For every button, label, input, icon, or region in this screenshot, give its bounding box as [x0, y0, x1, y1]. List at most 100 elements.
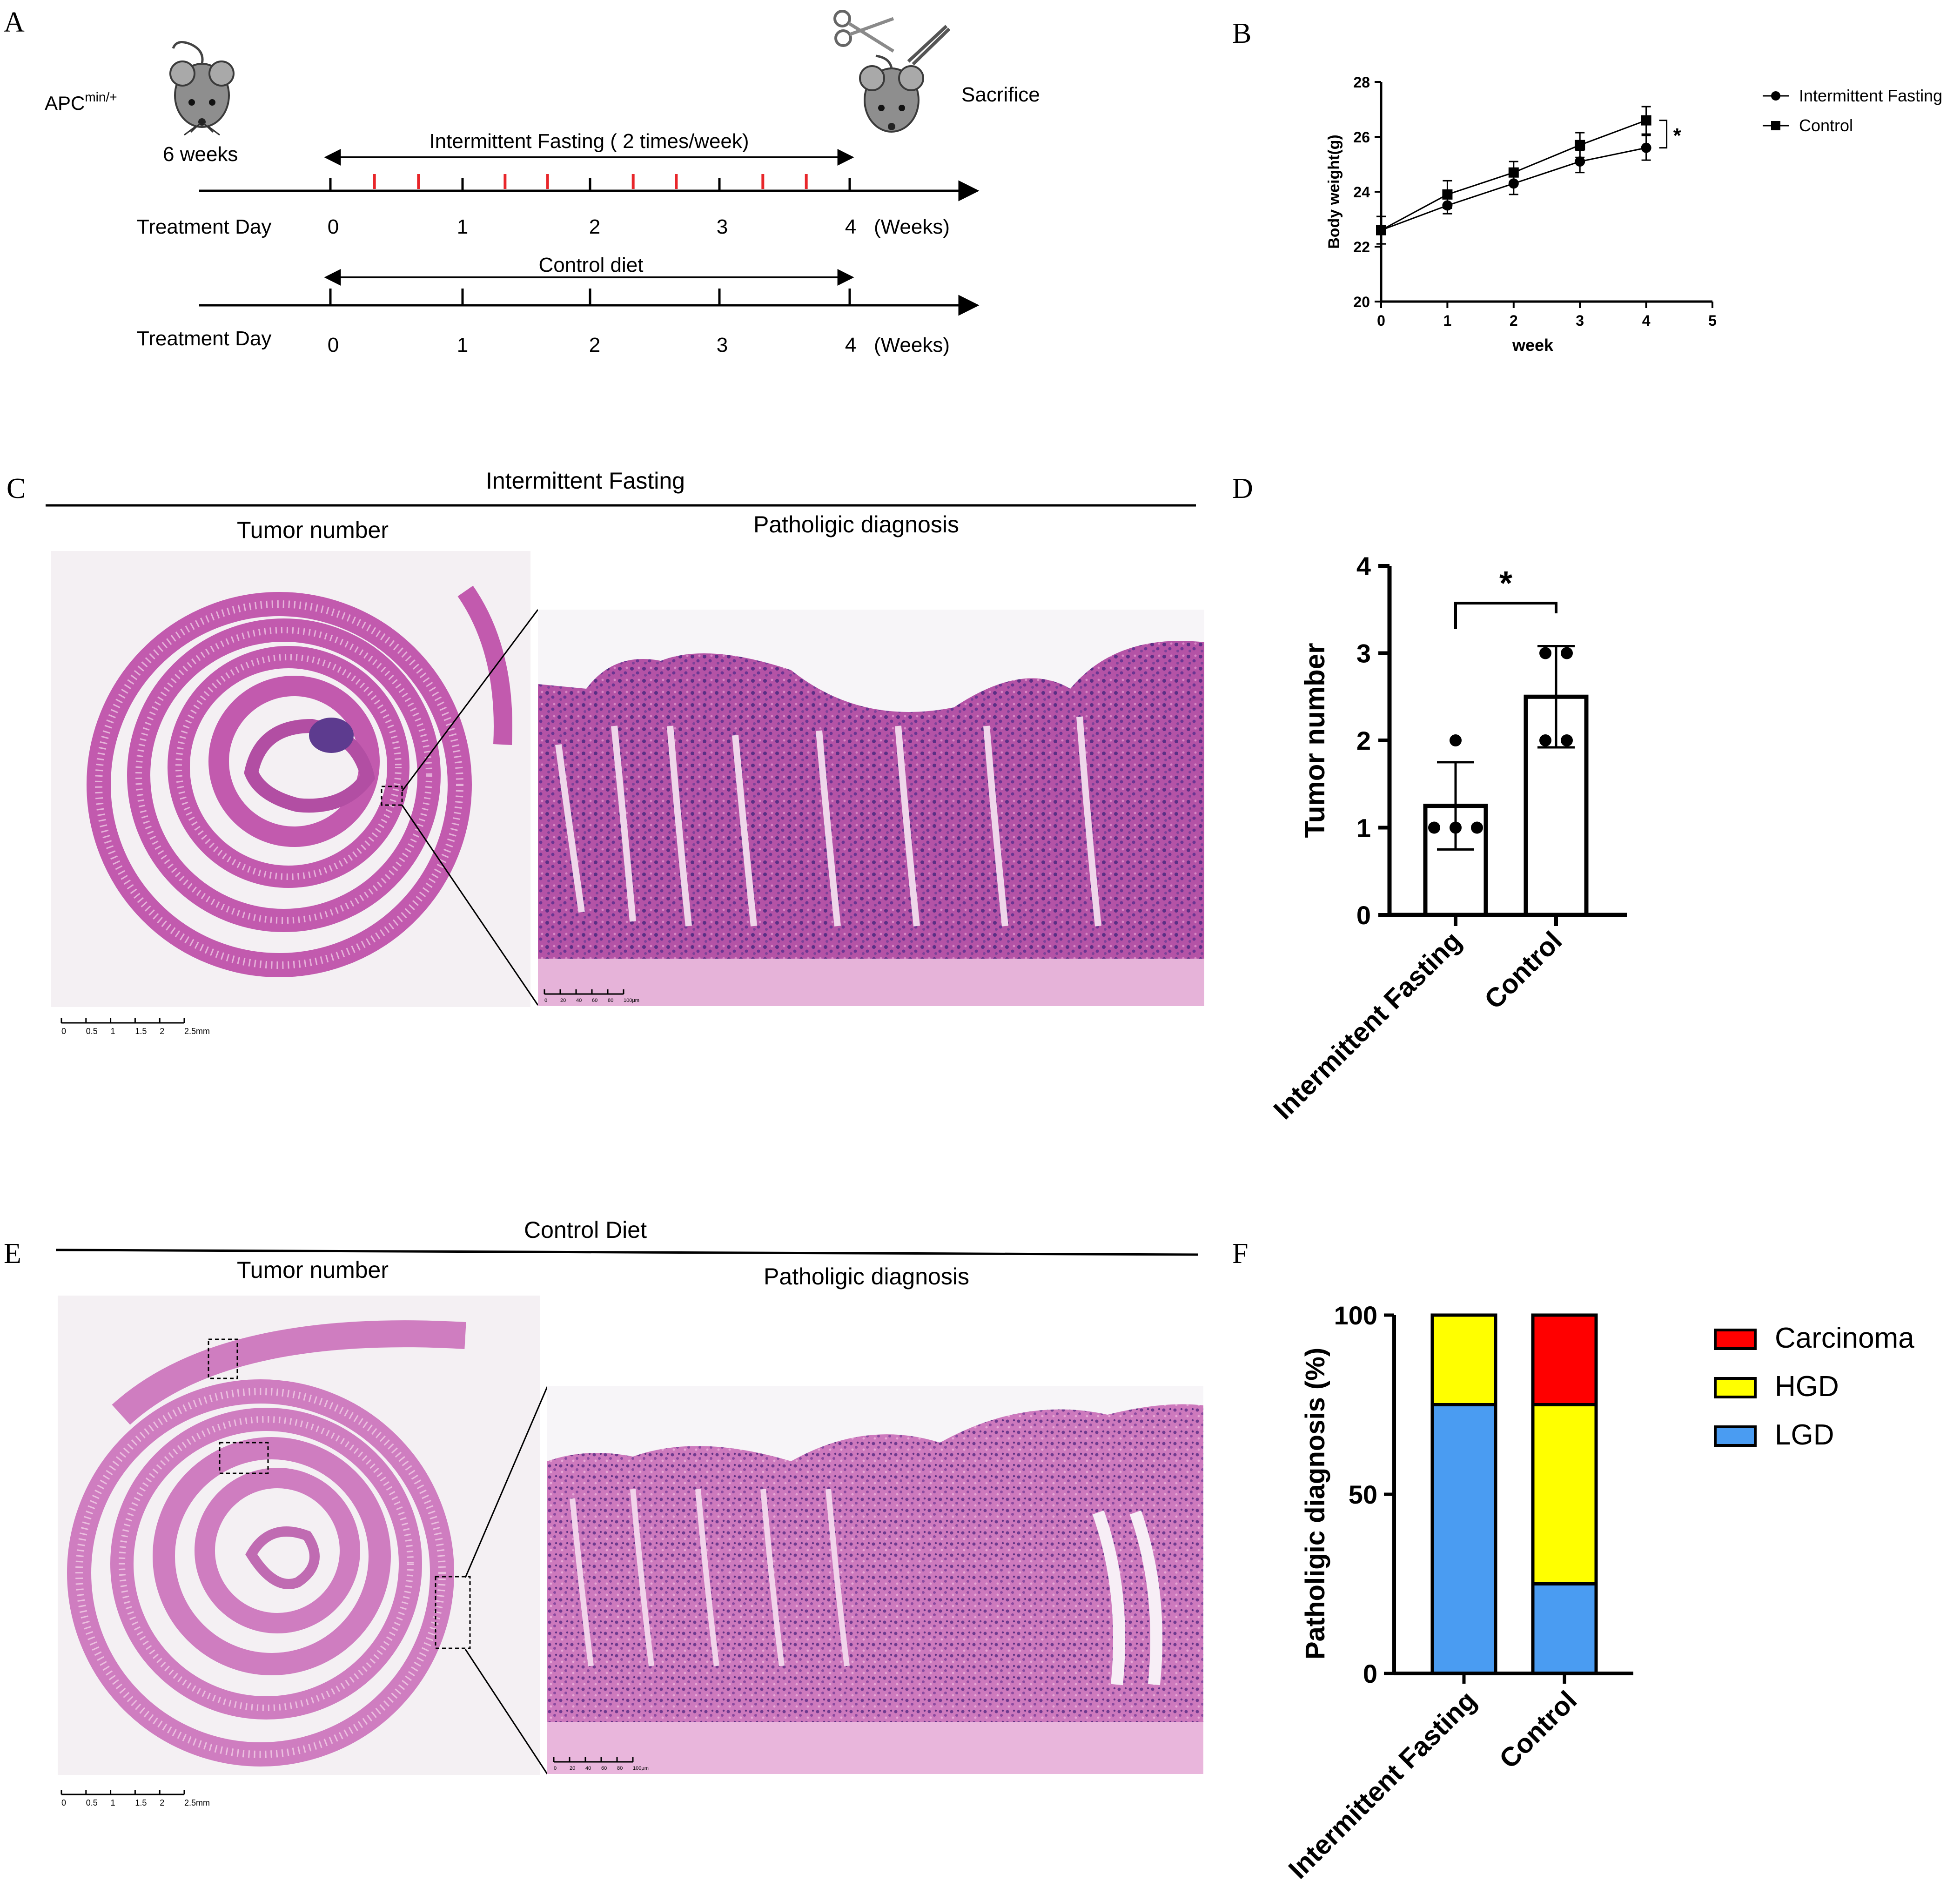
y-tick-label: 24	[1353, 184, 1370, 201]
scale-bar-label: 2	[160, 1798, 164, 1807]
panel-e-histology: Control Diet Tumor number Patholigic dia…	[55, 1217, 1203, 1807]
sacrifice-mouse-icon	[859, 54, 924, 133]
legend-label: Carcinoma	[1775, 1322, 1914, 1354]
y-tick-label: 20	[1353, 294, 1370, 310]
y-tick-label: 22	[1353, 239, 1370, 255]
y-tick-label: 26	[1353, 129, 1370, 146]
data-point	[1450, 821, 1462, 834]
legend-label: LGD	[1775, 1419, 1834, 1451]
data-point	[1575, 140, 1585, 150]
if-tick-label: 1	[457, 215, 468, 238]
x-tick-label: 0	[1377, 312, 1385, 329]
control-timeline-ticks	[329, 289, 851, 305]
data-point	[1539, 647, 1551, 659]
significance-label: *	[1499, 565, 1512, 602]
y-tick-label: 50	[1349, 1480, 1377, 1509]
scale-bar-label: 1	[111, 1027, 115, 1036]
bar-segment	[1531, 1313, 1598, 1406]
data-point	[1561, 647, 1573, 659]
forceps-icon	[907, 25, 951, 66]
swiss-roll-tissue-if	[87, 585, 512, 977]
y-tick-label: 100	[1334, 1301, 1377, 1330]
panel-label-b: B	[1232, 18, 1251, 49]
scale-bar-label: 100μm	[624, 998, 639, 1003]
scale-bar-label: 0	[544, 998, 547, 1003]
x-axis-label: week	[1512, 336, 1554, 355]
panel-c-right-title: Patholigic diagnosis	[753, 511, 959, 537]
control-axis-label: Treatment Day	[137, 327, 271, 350]
data-point	[1442, 189, 1453, 200]
panel-label-f: F	[1232, 1238, 1248, 1270]
bar-segment	[1531, 1403, 1598, 1585]
mouse-icon	[169, 41, 235, 136]
legend-label: Control	[1799, 116, 1853, 135]
panel-e-header: Control Diet	[524, 1217, 647, 1243]
scale-bar-label: 80	[617, 1766, 623, 1771]
legend-label: HGD	[1775, 1370, 1839, 1403]
scale-bar-label: 40	[585, 1766, 591, 1771]
scale-bar-label: 60	[601, 1766, 607, 1771]
panel-c-left-title: Tumor number	[237, 517, 389, 543]
panel-c-header: Intermittent Fasting	[486, 468, 685, 494]
scale-bar-label: 80	[608, 998, 613, 1003]
zoom-lumen-if	[538, 610, 1204, 712]
data-point	[1539, 734, 1551, 746]
legend-swatch	[1714, 1425, 1757, 1447]
zoom-image-control	[547, 1386, 1203, 1774]
bar-segment	[1430, 1403, 1497, 1675]
legend-swatch	[1714, 1377, 1757, 1398]
x-tick-label: Intermittent Fasting	[1282, 1685, 1482, 1885]
scale-bar-label: 2	[160, 1027, 164, 1036]
y-tick-label: 1	[1356, 813, 1371, 843]
y-tick-label: 0	[1363, 1659, 1377, 1688]
data-point	[1376, 225, 1386, 235]
data-point	[1641, 115, 1651, 126]
data-point	[1641, 142, 1651, 153]
legend-swatch	[1714, 1329, 1757, 1350]
scale-bar-label: 0	[61, 1027, 66, 1036]
data-point	[1575, 156, 1585, 167]
panel-e-right-title: Patholigic diagnosis	[764, 1263, 969, 1290]
data-point	[1428, 821, 1440, 834]
y-tick-label: 4	[1356, 551, 1371, 581]
scale-bar-label: 20	[570, 1766, 575, 1771]
if-unit-label: (Weeks)	[874, 215, 950, 238]
y-tick-label: 28	[1353, 74, 1370, 91]
scale-bar-label: 0.5	[86, 1798, 98, 1807]
control-tick-label: 3	[717, 334, 728, 356]
if-tick-label: 4	[845, 215, 856, 238]
x-tick-label: 2	[1510, 312, 1518, 329]
if-timeline-label: Intermittent Fasting ( 2 times/week)	[429, 130, 749, 153]
scale-bar-label: 2.5mm	[184, 1798, 210, 1807]
x-tick-label: Control	[1478, 926, 1568, 1015]
scale-bar-label: 0	[61, 1798, 66, 1807]
significance-bracket	[1659, 120, 1668, 149]
x-tick-label: 1	[1443, 312, 1452, 329]
x-tick-label: 4	[1642, 312, 1651, 329]
panel-label-a: A	[4, 7, 25, 38]
strain-label: APCmin/+	[45, 90, 117, 114]
scale-bar-label: 1	[111, 1798, 115, 1807]
zoom-box-control-1	[208, 1338, 238, 1379]
if-axis-label: Treatment Day	[137, 215, 271, 238]
x-tick-label: Intermittent Fasting	[1268, 926, 1467, 1125]
scale-bar-label: 0.5	[86, 1027, 98, 1036]
control-tick-label: 4	[845, 334, 856, 356]
legend-label: Intermittent Fasting	[1799, 86, 1942, 105]
panel-e-left-title: Tumor number	[237, 1257, 389, 1283]
data-point	[1471, 821, 1483, 834]
y-axis-label: Patholigic diagnosis (%)	[1300, 1348, 1330, 1659]
y-tick-label: 3	[1356, 639, 1371, 668]
significance-label: *	[1673, 124, 1682, 147]
panel-c-histology: Intermittent Fasting Tumor number Pathol…	[46, 468, 1204, 1036]
y-tick-label: 2	[1356, 726, 1371, 755]
scale-bar-label: 100μm	[633, 1766, 649, 1771]
swiss-roll-tissue-control	[67, 1320, 466, 1767]
